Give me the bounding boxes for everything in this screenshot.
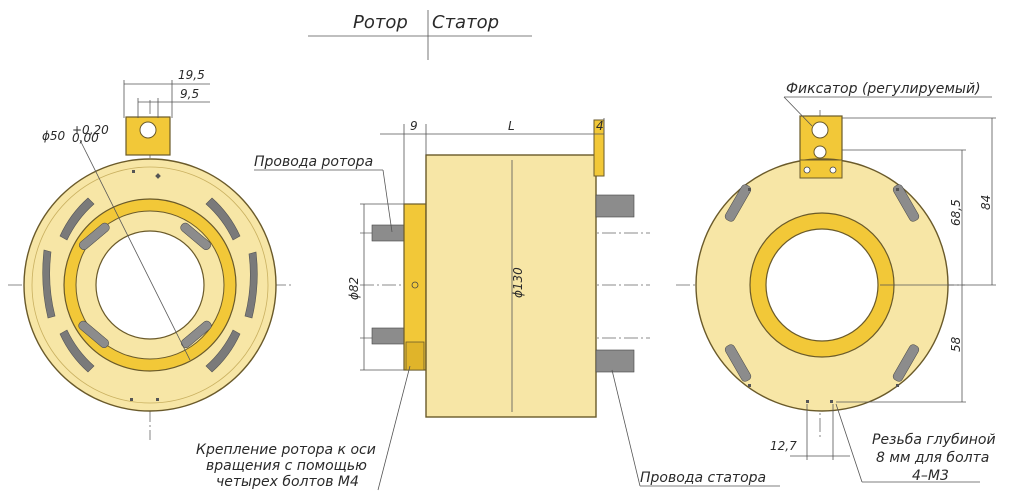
stator-wires-side [595,194,635,373]
wire-bundle-1 [79,222,110,251]
stator-fixator-side [593,119,605,177]
rotor-bolt-marks [130,170,161,401]
label-mount-line3: четырех болтов М4 [216,474,359,490]
stator-bore [765,228,879,342]
rotor-outer-slots [42,197,258,373]
label-mount-line2: вращения с помощью [206,458,367,474]
slot-right [244,251,258,319]
slot-bottom-left [59,329,95,373]
label-rotor-wires: Провода ротора [254,154,373,170]
dim-d130: ϕ130 [511,267,525,298]
wire-bundle-2 [180,222,211,251]
dim-d50: ϕ50 [42,129,66,143]
slot-bottom-right [205,329,241,373]
dim-84: 84 [979,195,993,210]
dim-12-7: 12,7 [770,439,797,453]
label-mount-line1: Крепление ротора к оси [196,442,376,458]
stator-body [425,154,597,418]
dim-58: 58 [949,336,963,352]
label-fixator: Фиксатор (регулируемый) [786,81,981,97]
rotor-bore [95,230,205,340]
dim-19-5: 19,5 [178,68,205,82]
label-thread-line3: 4–М3 [912,468,949,484]
stator-heading: Статор [432,12,499,33]
rotor-stator-header: Ротор Статор [308,10,532,60]
label-thread-line2: 8 мм для болта [876,450,989,466]
stator-wire-bundles [724,184,920,382]
label-stator-wires: Провода статора [640,470,766,486]
wire-bundle-3 [78,320,109,349]
dim-4: 4 [596,119,604,133]
slot-top-right [205,197,241,241]
dim-9: 9 [410,119,418,133]
stator-end-view: 84 68,5 58 12,7 Фиксатор (регулируемый) … [676,81,996,484]
d50-leader [79,139,191,361]
dim-9-5: 9,5 [180,87,199,101]
rotor-body-rim [31,166,269,404]
dim-68-5: 68,5 [949,199,963,226]
side-view: ϕ130 ϕ82 9 L 4 Провода ротора Крепление … [196,118,780,491]
fixator-hole [139,121,157,139]
rotor-wires-side [371,224,407,345]
dim-L: L [508,119,515,133]
dim-d50-tol-lower: 0,00 [72,131,99,145]
dim-d82: ϕ82 [347,277,361,300]
rotor-end-view: ϕ50 +0,20 0,00 19,5 9,5 [8,68,292,440]
slot-left [42,249,56,319]
slot-top-left [59,197,95,241]
dim-d50-tol-upper: +0,20 [72,123,109,137]
label-thread-line1: Резьба глубиной [872,432,996,448]
rotor-heading: Ротор [353,12,408,33]
